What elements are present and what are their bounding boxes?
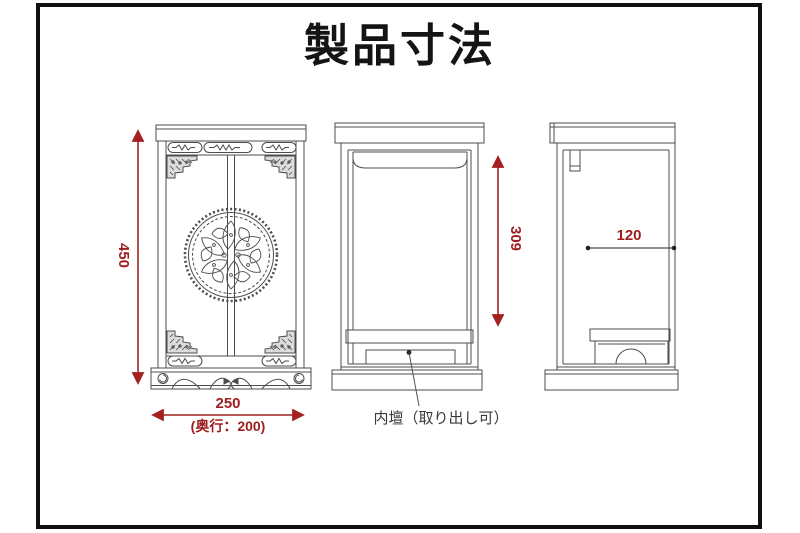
height-dim-label: 450	[115, 242, 133, 269]
inner-altar-callout: 内壇（取り出し可）	[373, 410, 509, 427]
carved-medallion-icon	[183, 207, 279, 303]
page-title: 製品寸法	[303, 21, 496, 71]
interior-depth-dim-label: 120	[616, 227, 642, 244]
side-view-drawing	[544, 122, 679, 391]
interior-height-dim-label: 309	[507, 225, 525, 252]
depth-dim-label: (奥行：200)	[190, 418, 266, 434]
front-view-drawing	[150, 124, 312, 390]
open-view-drawing	[331, 122, 485, 407]
width-dim-label: 250	[215, 395, 241, 412]
page-frame	[36, 3, 762, 529]
interior-depth-dimension-line	[585, 245, 677, 251]
dimension-lines	[131, 129, 677, 422]
